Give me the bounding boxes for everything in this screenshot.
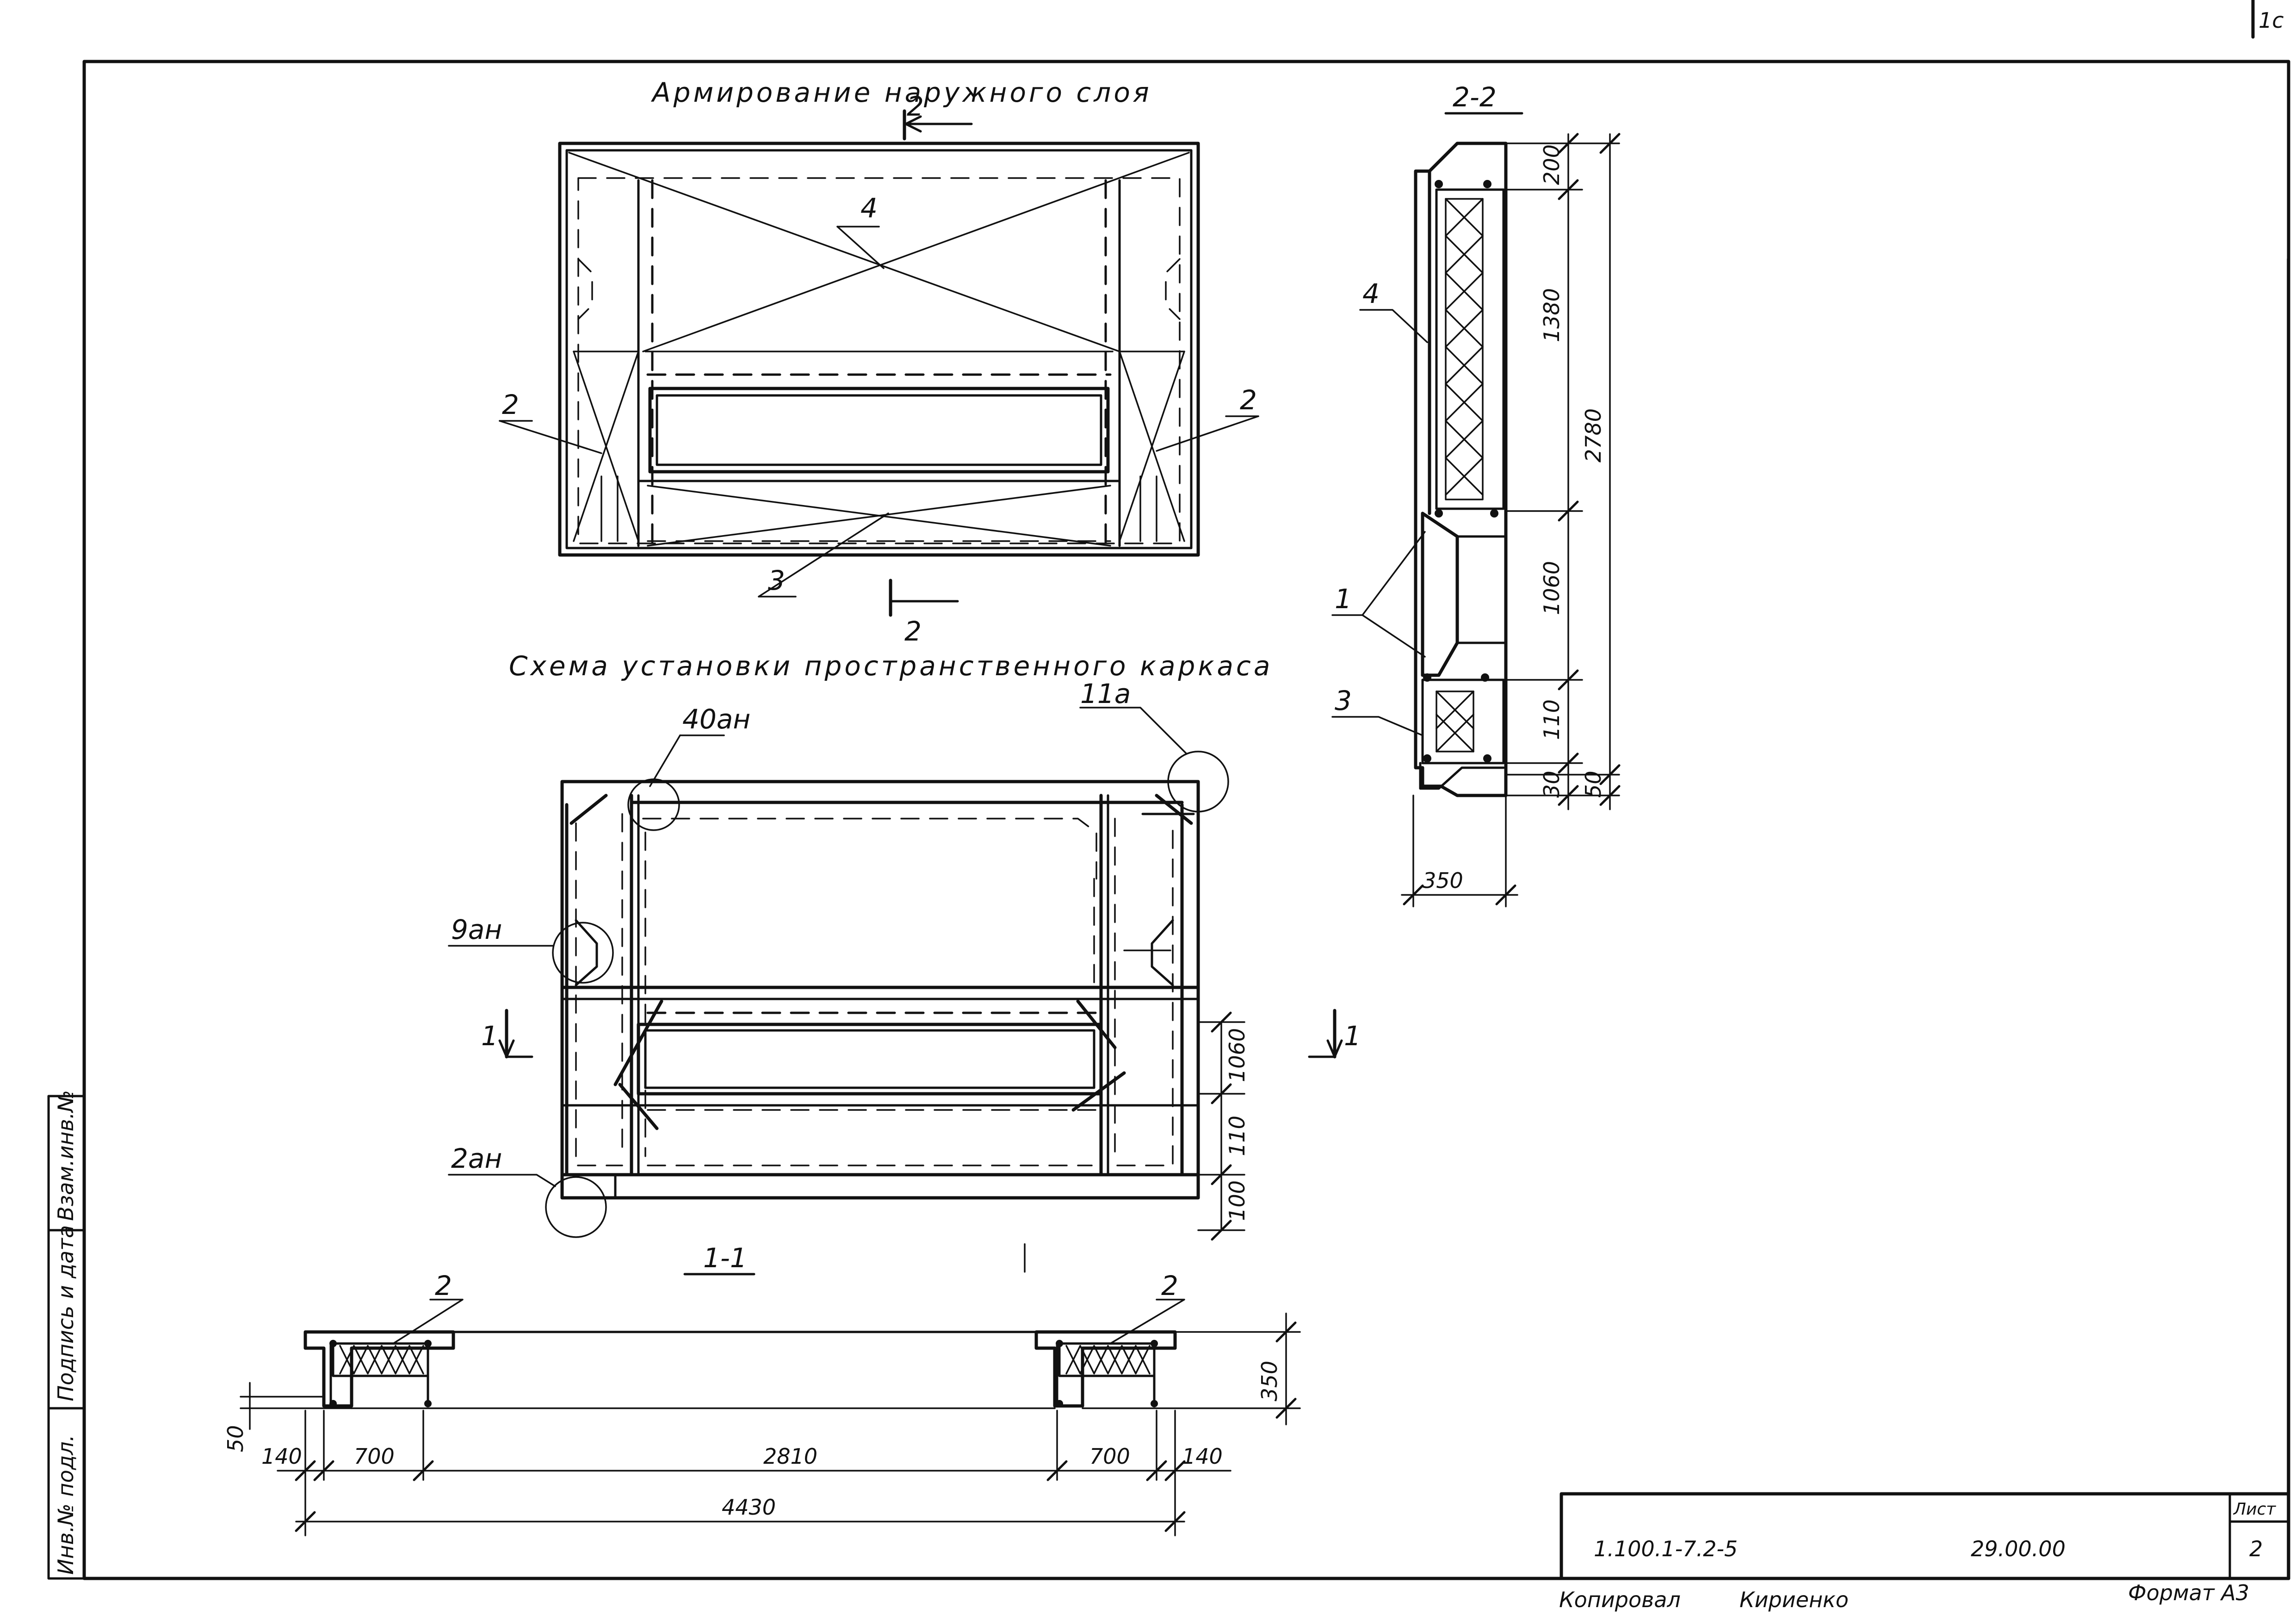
dim-700-right: 700 (1089, 1444, 1130, 1469)
callout-3-text: 3 (768, 565, 785, 596)
dim-50-s11: 50 (223, 1425, 248, 1452)
reinforcement-top-view: Армирование наружного слоя 2 (499, 77, 1259, 647)
frame-dims: 1060 110 100 (1197, 1011, 1250, 1241)
callout-2-left: 2 (499, 389, 602, 454)
sheet-number: 2 (2249, 1536, 2263, 1561)
callout-4-top-text: 4 (860, 192, 878, 224)
frame-installation-view: Схема установки пространственного каркас… (448, 650, 1361, 1273)
dim-4430: 4430 (722, 1495, 776, 1520)
doc-code: 1.100.1-7.2-5 (1594, 1536, 1738, 1561)
callout-40an: 40ан (649, 703, 750, 787)
dim-50-s22: 50 (1581, 770, 1606, 798)
dim-200: 200 (1539, 144, 1564, 185)
dim-140-left: 140 (261, 1444, 302, 1469)
section-1-1-title: 1-1 (703, 1242, 747, 1274)
callout-2-section-right: 2 (1109, 1270, 1185, 1344)
podpis-data-label: Подпись и дата (53, 1225, 78, 1401)
dim-110-s22: 110 (1539, 699, 1564, 740)
detail-circle-9an (552, 922, 614, 984)
dim-2810: 2810 (763, 1444, 817, 1469)
section-cut-2-bottom: 2 (889, 579, 959, 647)
callout-3-bottom: 3 (758, 512, 889, 598)
cut-label-2-bottom: 2 (904, 616, 922, 647)
sheet-frame (82, 0, 2290, 1580)
reinforcement-title: Армирование наружного слоя (650, 77, 1152, 108)
corner-mark: 1с (2259, 8, 2284, 33)
detail-circle-40an (627, 778, 680, 831)
callout-2-right: 2 (1156, 384, 1259, 452)
dim-30: 30 (1539, 770, 1564, 798)
callout-3-section: 3 (1331, 685, 1423, 736)
section-2-2-title: 2-2 (1453, 81, 1497, 113)
section-cut-2-top: 2 (903, 91, 973, 141)
callout-2an-text: 2ан (451, 1143, 502, 1174)
vzam-inv-label: Взам.инв.№ (53, 1090, 78, 1221)
callout-2-left-text: 2 (502, 389, 519, 420)
copied-by-label: Копировал (1559, 1587, 1681, 1612)
frame-title: Схема установки пространственного каркас… (509, 650, 1273, 682)
callout-2-s11-left: 2 (435, 1270, 452, 1301)
callout-4-section: 4 (1359, 278, 1428, 343)
callout-9an: 9ан (448, 914, 554, 947)
copier-name: Кириенко (1739, 1587, 1849, 1612)
callout-2-s11-right: 2 (1161, 1270, 1178, 1301)
section-1-1-dims: 350 50 140 700 2810 700 140 (223, 1313, 1301, 1536)
dim-350-s11: 350 (1257, 1361, 1282, 1401)
dim-700-left: 700 (354, 1444, 395, 1469)
section-cut-1-right: 1 (1308, 1009, 1361, 1059)
detail-circle-11a (1167, 751, 1229, 813)
callout-2-section-left: 2 (392, 1270, 464, 1344)
section-2-2-view: 2-2 4 1 (1331, 81, 1621, 907)
callout-4-s22: 4 (1362, 278, 1380, 309)
title-block: 1.100.1-7.2-5 29.00.00 Лист 2 Копировал … (1559, 8, 2290, 1612)
side-strip: Взам.инв.№ Подпись и дата Инв.№ подл. (47, 1090, 86, 1580)
dim-1060-frame: 1060 (1225, 1028, 1250, 1082)
callout-11a: 11а (1079, 678, 1188, 755)
dim-2780: 2780 (1581, 408, 1606, 462)
doc-mark: 29.00.00 (1971, 1536, 2066, 1561)
section-1-1-view: 1-1 2 2 (223, 1242, 1301, 1536)
callout-40an-text: 40ан (682, 703, 750, 735)
dim-110-frame: 110 (1225, 1116, 1250, 1156)
dim-1380: 1380 (1539, 288, 1564, 342)
dim-140-right: 140 (1182, 1444, 1223, 1469)
callout-4-top: 4 (836, 192, 885, 269)
callout-11a-text: 11а (1080, 678, 1131, 709)
section-cut-1-left: 1 (481, 1009, 533, 1059)
inv-podl-label: Инв.№ подл. (53, 1435, 78, 1575)
callout-3-s22: 3 (1335, 685, 1352, 716)
cut-label-1-left: 1 (481, 1020, 498, 1052)
format-label: Формат А3 (2128, 1580, 2249, 1605)
cut-label-1-right: 1 (1344, 1020, 1361, 1052)
callout-1-section: 1 (1331, 531, 1426, 658)
callout-2an: 2ан (448, 1143, 556, 1187)
sheet-label: Лист (2233, 1500, 2276, 1519)
callout-1-s22: 1 (1335, 583, 1352, 615)
dim-100-frame: 100 (1225, 1180, 1250, 1221)
section-2-2-dims: 200 1380 2780 1060 110 30 50 350 (1401, 133, 1621, 907)
dim-350-s22: 350 (1423, 868, 1463, 893)
callout-9an-text: 9ан (451, 914, 502, 945)
dim-1060-s22: 1060 (1539, 561, 1564, 615)
cut-label-2-top: 2 (907, 91, 924, 122)
callout-2-right-text: 2 (1240, 384, 1257, 416)
detail-circle-2an (545, 1176, 607, 1238)
